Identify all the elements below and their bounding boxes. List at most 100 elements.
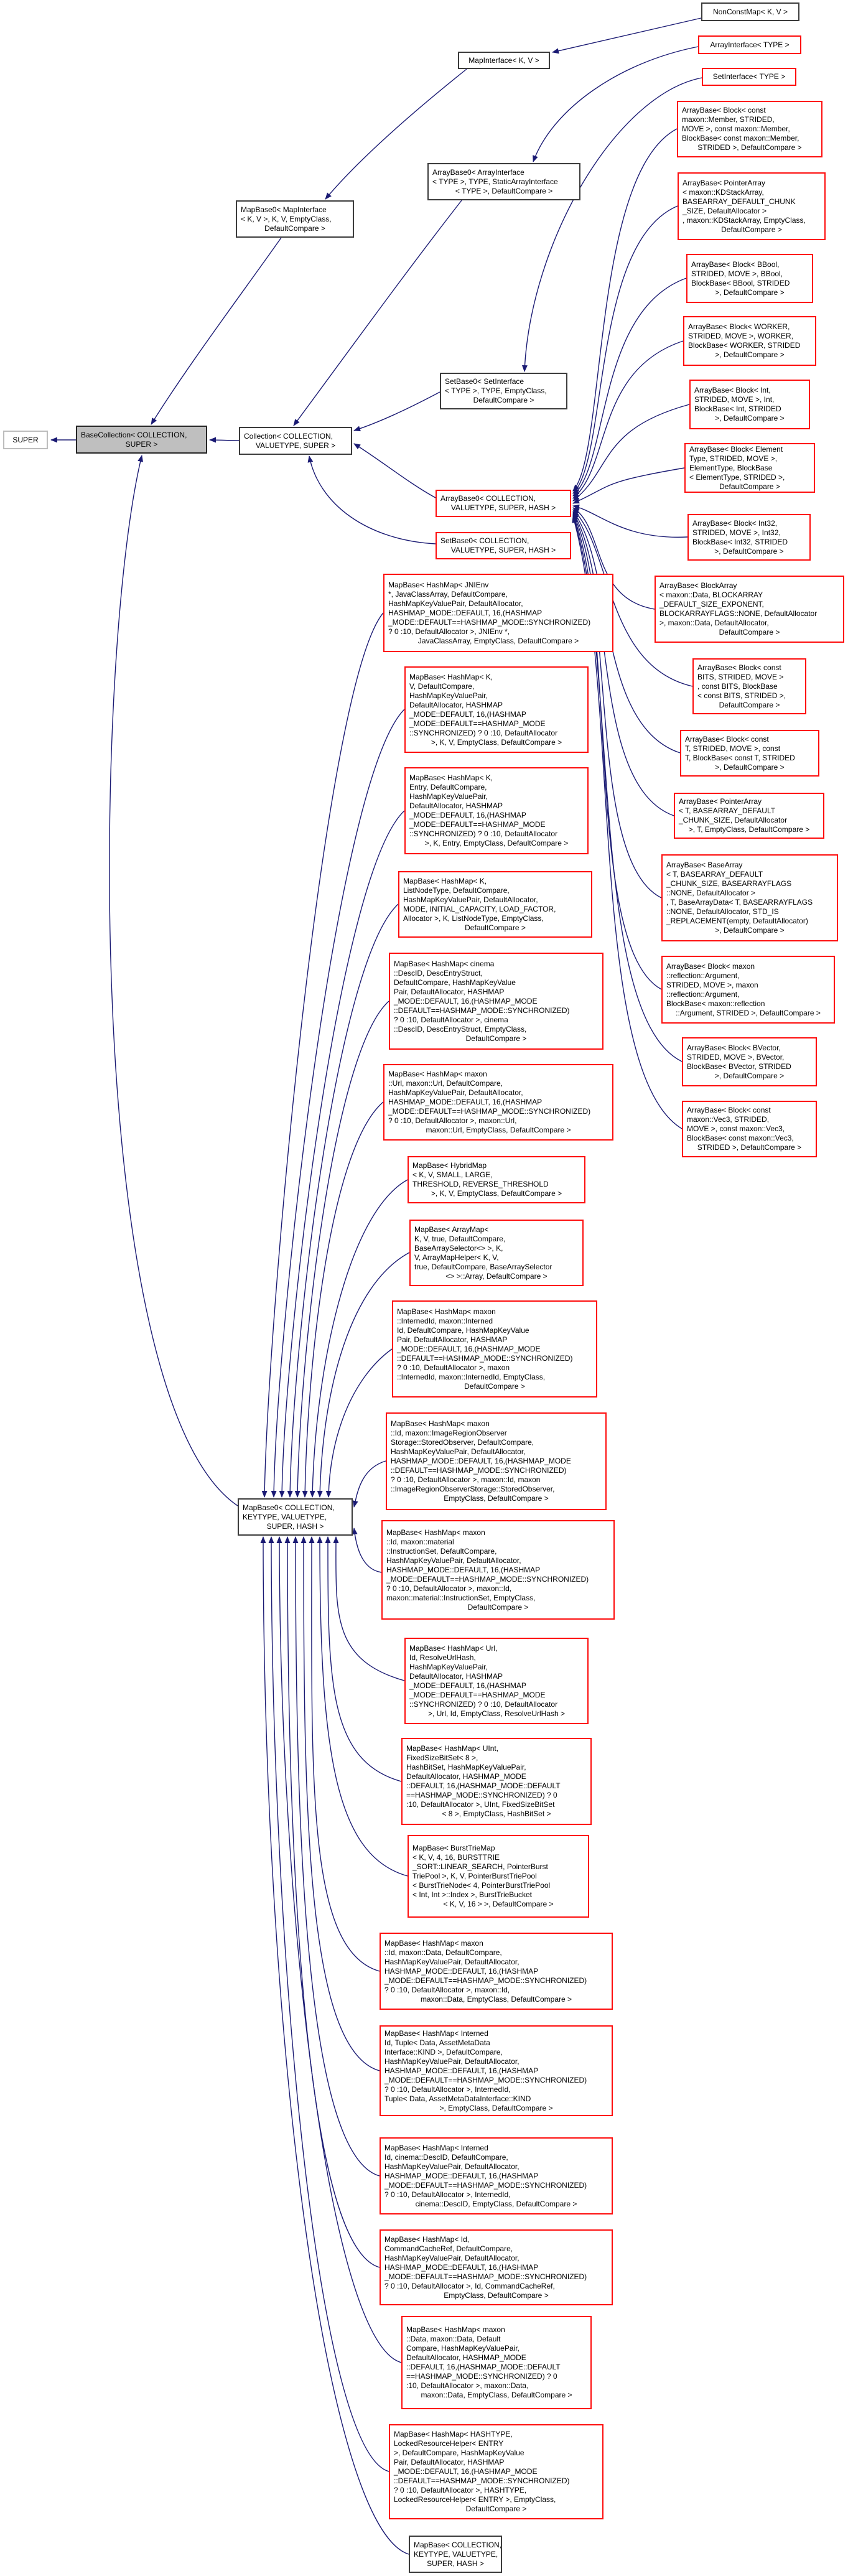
class-node-label-line: DefaultCompare > — [721, 225, 782, 234]
class-node-label-line: _MODE::DEFAULT==HASHMAP_MODE::SYNCHRONIZ… — [386, 1574, 589, 1584]
class-node-mb0mi[interactable]: MapBase0< MapInterface< K, V >, K, V, Em… — [236, 200, 354, 238]
class-node-label-line: Collection< COLLECTION, — [244, 431, 333, 441]
class-node-label-line: >, DefaultCompare > — [715, 926, 785, 935]
class-node-label-line: ListNodeType, DefaultCompare, — [403, 885, 510, 895]
class-node-arrayinterface: ArrayInterface< TYPE > — [698, 35, 801, 54]
class-node-label-line: DefaultCompare > — [465, 923, 526, 932]
class-node-label-line: ::Argument, STRIDED >, DefaultCompare > — [676, 1008, 821, 1017]
class-node-label-line: DefaultCompare > — [465, 2504, 527, 2513]
class-node-b20: MapBase< HashMap< HASHTYPE,LockedResourc… — [389, 2424, 603, 2519]
class-node-label-line: ? 0 :10, DefaultAllocator >, maxon::Id, — [384, 1985, 510, 1994]
class-node-label-line: MapBase< HashMap< Interned — [384, 2028, 488, 2038]
class-node-label-line: DefaultCompare > — [719, 482, 780, 491]
class-node-label-line: maxon::Data, EmptyClass, DefaultCompare … — [420, 1994, 572, 2004]
class-node-label-line: MapBase0< COLLECTION, — [243, 1503, 335, 1512]
class-node-label-line: CommandCacheRef, DefaultCompare, — [384, 2244, 513, 2253]
class-node-label-line: ? 0 :10, DefaultAllocator >, InternedId, — [384, 2084, 511, 2094]
class-node-b21[interactable]: MapBase< COLLECTION,KEYTYPE, VALUETYPE,S… — [409, 2536, 502, 2573]
class-node-label-line: HashMapKeyValuePair, DefaultAllocator, — [391, 1447, 526, 1456]
class-node-label-line: , const BITS, BlockBase — [697, 681, 778, 691]
class-node-label-line: ? 0 :10, DefaultAllocator >, maxon::Url, — [388, 1116, 517, 1125]
inheritance-edge-b4-to-mb0hub — [287, 903, 399, 1498]
class-node-label-line: HASHMAP_MODE::DEFAULT, 16,(HASHMAP — [388, 608, 543, 617]
class-node-ab0ai[interactable]: ArrayBase0< ArrayInterface< TYPE >, TYPE… — [427, 163, 580, 200]
class-node-label-line: >, DefaultCompare > — [714, 1071, 785, 1080]
class-node-label-line: MapBase< HashMap< maxon — [391, 1419, 490, 1428]
class-node-label-line: MapBase< HashMap< K, — [409, 672, 493, 681]
class-node-label-line: ::InternedId, maxon::InternedId, EmptyCl… — [397, 1372, 546, 1381]
class-node-label-line: HashMapKeyValuePair, DefaultAllocator, — [384, 1957, 520, 1966]
class-node-label-line: , maxon::KDStackArray, EmptyClass, — [683, 215, 806, 225]
class-node-label-line: BlockBase< const maxon::Vec3, — [687, 1134, 794, 1142]
class-node-label-line: < BurstTrieNode< 4, PointerBurstTriePool — [412, 1881, 551, 1890]
class-node-label-line: < T, BASEARRAY_DEFAULT — [666, 870, 763, 879]
class-node-sb0si[interactable]: SetBase0< SetInterface< TYPE >, TYPE, Em… — [440, 373, 567, 409]
inheritance-edge-b14-to-mb0hub — [317, 1536, 408, 1877]
class-node-label-line: >, K, Entry, EmptyClass, DefaultCompare … — [424, 839, 569, 847]
class-node-label-line: HASHMAP_MODE::DEFAULT, 16,(HASHMAP — [384, 2262, 539, 2272]
class-node-label-line: >, Url, Id, EmptyClass, ResolveUrlHash > — [427, 1709, 566, 1718]
class-node-mb0hub[interactable]: MapBase0< COLLECTION,KEYTYPE, VALUETYPE,… — [238, 1498, 353, 1536]
class-node-super: SUPER — [3, 431, 48, 449]
class-node-b14: MapBase< BurstTrieMap< K, V, 4, 16, BURS… — [408, 1835, 589, 1918]
inheritance-edge-b9-to-mb0hub — [325, 1348, 393, 1498]
class-node-label-line: ArrayBase< Block< WORKER, — [688, 322, 790, 331]
class-node-label-line: ArrayBase< Block< const — [685, 734, 769, 744]
class-node-label-line: VALUETYPE, SUPER, HASH > — [450, 546, 556, 554]
inheritance-edge-r5-to-ab0hub — [572, 205, 678, 494]
class-node-label-line: Compare, HashMapKeyValuePair, — [406, 2344, 520, 2353]
class-node-b2: MapBase< HashMap< K,V, DefaultCompare,Ha… — [404, 666, 589, 753]
class-node-label-line: ArrayBase< Block< const — [682, 106, 766, 114]
class-node-label-line: MapBase< HashMap< K, — [403, 876, 487, 885]
inheritance-edge-arrayinterface-to-ab0ai — [533, 46, 699, 162]
class-node-label-line: NonConstMap< K, V > — [712, 7, 788, 16]
class-node-collection[interactable]: Collection< COLLECTION,VALUETYPE, SUPER … — [239, 427, 352, 455]
inheritance-edge-b1-to-mb0hub — [261, 612, 384, 1498]
class-node-r5: ArrayBase< PointerArray< maxon::KDStackA… — [678, 172, 826, 240]
class-node-label-line: _MODE::DEFAULT, 16,(HASHMAP_MODE — [397, 1344, 541, 1353]
class-node-b19: MapBase< HashMap< maxon::Data, maxon::Da… — [401, 2316, 592, 2409]
class-node-nonconstmap[interactable]: NonConstMap< K, V > — [701, 2, 799, 21]
class-node-label-line: ::DEFAULT==HASHMAP_MODE::SYNCHRONIZED) — [394, 1006, 570, 1015]
class-node-label-line: ArrayBase0< COLLECTION, — [440, 494, 536, 503]
class-node-mapinterface[interactable]: MapInterface< K, V > — [458, 52, 550, 69]
class-node-label-line: LockedResourceHelper< ENTRY >, EmptyClas… — [394, 2495, 556, 2504]
class-node-label-line: >, DefaultCompare > — [715, 287, 785, 297]
class-node-label-line: HASHMAP_MODE::DEFAULT, 16,(HASHMAP — [388, 1098, 543, 1106]
class-node-label-line: _MODE::DEFAULT==HASHMAP_MODE::SYNCHRONIZ… — [388, 1107, 591, 1116]
class-node-label-line: MOVE >, const maxon::Vec3, — [687, 1124, 785, 1133]
class-node-label-line: MapBase< HashMap< K, — [409, 773, 493, 782]
class-node-label-line: _CHUNK_SIZE, DefaultAllocator — [679, 816, 788, 824]
inheritance-edge-b20-to-mb0hub — [268, 1536, 389, 2472]
class-node-label-line: < TYPE >, TYPE, EmptyClass, — [445, 386, 547, 395]
class-node-label-line: STRIDED, MOVE >, WORKER, — [688, 332, 794, 340]
class-node-label-line: maxon::Member, STRIDED, — [682, 115, 775, 124]
class-node-label-line: STRIDED, MOVE >, Int32, — [692, 528, 781, 537]
class-node-b5: MapBase< HashMap< cinema::DescID, DescEn… — [389, 953, 603, 1050]
class-node-label-line: >, K, V, EmptyClass, DefaultCompare > — [431, 737, 562, 747]
class-node-label-line: maxon::Vec3, STRIDED, — [687, 1115, 770, 1124]
class-node-label-line: BaseCollection< COLLECTION, — [81, 430, 187, 439]
inheritance-edge-r4-to-ab0hub — [572, 128, 678, 492]
class-node-label-line: BITS, STRIDED, MOVE > — [697, 672, 784, 681]
class-node-label-line: ::DEFAULT==HASHMAP_MODE::SYNCHRONIZED) — [397, 1353, 573, 1363]
class-node-label-line: HashMapKeyValuePair, DefaultAllocator, — [384, 2162, 520, 2171]
inheritance-edge-b15-to-mb0hub — [309, 1536, 380, 1972]
class-node-label-line: true, DefaultCompare, BaseArraySelector — [414, 1262, 552, 1271]
class-node-r14: ArrayBase< PointerArray< T, BASEARRAY_DE… — [674, 793, 824, 839]
class-node-label-line: HashMapKeyValuePair, DefaultAllocator, — [386, 1556, 521, 1565]
class-node-label-line: Id, ResolveUrlHash, — [409, 1653, 476, 1662]
class-node-label-line: ? 0 :10, DefaultAllocator >, maxon::Id, … — [391, 1475, 541, 1484]
class-node-label-line: MapBase< HashMap< Id, — [384, 2234, 470, 2244]
class-node-label-line: DefaultCompare > — [464, 1381, 525, 1391]
class-node-label-line: Id, Tuple< Data, AssetMetaData — [384, 2038, 490, 2047]
class-node-label-line: _CHUNK_SIZE, BASEARRAYFLAGS — [666, 879, 792, 888]
class-node-b8: MapBase< ArrayMap<K, V, true, DefaultCom… — [409, 1220, 584, 1286]
class-node-label-line: ::Id, maxon::material — [386, 1537, 454, 1546]
class-node-label-line: DefaultCompare > — [465, 1034, 527, 1043]
class-node-label-line: ::DescID, DescEntryStruct, — [394, 968, 483, 978]
inheritance-edge-b10-to-mb0hub — [352, 1460, 386, 1508]
